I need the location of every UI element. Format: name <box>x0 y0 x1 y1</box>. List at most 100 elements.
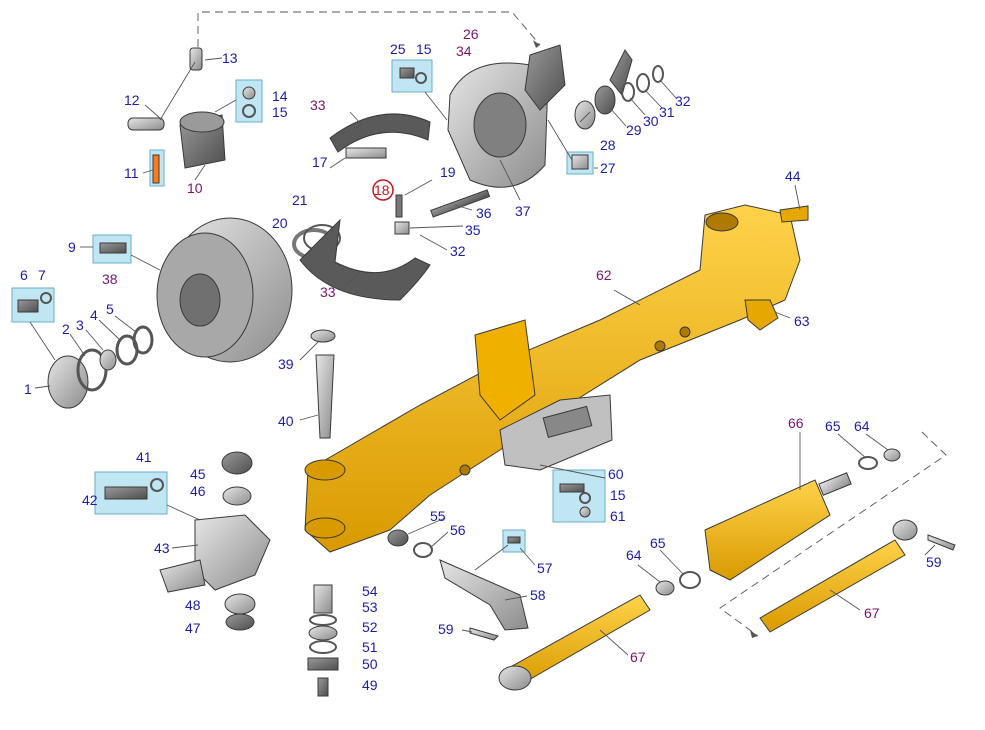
tie-rods <box>498 519 956 691</box>
guide-line-bottom <box>719 431 947 637</box>
leader-6 <box>29 321 56 361</box>
part-labels: 1 2 3 4 5 6 7 9 10 11 12 13 14 15 15 15 … <box>20 26 942 693</box>
label-34: 34 <box>456 43 472 59</box>
leader-29 <box>609 107 627 127</box>
cylinder-rod <box>818 472 852 496</box>
tie-rod-end-right <box>892 519 918 541</box>
leader-17 <box>329 157 346 169</box>
axle-beam <box>304 204 809 553</box>
label-51: 51 <box>362 639 378 655</box>
leader-64a <box>637 564 661 583</box>
nut-65b <box>858 456 878 470</box>
leader-60 <box>539 464 606 479</box>
cap-39 <box>310 329 336 343</box>
washer-41 <box>150 478 164 492</box>
leader-57a <box>474 544 509 571</box>
label-2: 2 <box>62 321 70 337</box>
leader-65a <box>659 549 685 576</box>
backing-plate-bore <box>473 92 527 158</box>
label-11: 11 <box>124 165 139 181</box>
label-47: 47 <box>185 620 201 636</box>
label-66: 66 <box>788 415 804 431</box>
label-31: 31 <box>659 104 675 120</box>
leader-13 <box>204 57 223 61</box>
leader-63 <box>774 311 791 319</box>
label-29: 29 <box>626 122 642 138</box>
leader-57b <box>519 547 536 566</box>
label-39: 39 <box>278 356 294 372</box>
tie-rod-end-58 <box>439 559 529 631</box>
label-32-b: 32 <box>450 243 466 259</box>
leader-59a <box>461 629 473 633</box>
label-33-a: 33 <box>310 97 326 113</box>
label-37: 37 <box>515 203 531 219</box>
label-53: 53 <box>362 599 378 615</box>
label-1: 1 <box>24 381 32 397</box>
knuckle-spindle <box>159 559 206 593</box>
bearing-48 <box>224 593 256 615</box>
label-45: 45 <box>190 466 206 482</box>
leader-58 <box>504 595 528 601</box>
leader-64b <box>865 433 889 451</box>
stud-9 <box>99 242 127 254</box>
spring-mount-bracket <box>474 319 536 421</box>
pin-57 <box>507 536 521 544</box>
label-64-b: 64 <box>626 547 642 563</box>
leader-32b <box>419 234 448 251</box>
bolt-6 <box>17 299 39 313</box>
bolt-hole-3 <box>679 326 691 338</box>
label-52: 52 <box>362 619 378 635</box>
axle-beam-body <box>304 204 801 553</box>
label-59-a: 59 <box>438 621 454 637</box>
leader-12 <box>144 104 161 119</box>
label-62: 62 <box>596 267 612 283</box>
label-27: 27 <box>600 160 616 176</box>
cotter-pin-59b <box>927 534 956 551</box>
leader-2 <box>69 333 86 357</box>
nut-14 <box>242 86 256 100</box>
label-58: 58 <box>530 587 546 603</box>
lower-kingpin-stack <box>307 584 339 697</box>
guide-arrow-bottom <box>750 630 758 638</box>
leader-30 <box>629 97 646 116</box>
label-18-ring <box>372 179 394 201</box>
label-19: 19 <box>440 164 456 180</box>
kingpin-bore <box>705 212 739 232</box>
leader-55 <box>407 517 446 535</box>
bolt-hole-1 <box>459 464 471 476</box>
leader-25 <box>424 91 448 121</box>
washer-15c <box>579 492 591 504</box>
brake-drum <box>156 217 293 363</box>
brake-assembly <box>299 44 566 301</box>
label-63: 63 <box>794 313 810 329</box>
label-4: 4 <box>90 307 98 323</box>
bolt-42 <box>104 486 148 500</box>
label-65-b: 65 <box>650 535 666 551</box>
label-64-a: 64 <box>854 418 870 434</box>
washer-15 <box>242 104 256 118</box>
label-15-a: 15 <box>272 104 288 120</box>
label-57: 57 <box>537 560 553 576</box>
label-12: 12 <box>124 92 140 108</box>
leader-32a <box>659 79 677 99</box>
label-7: 7 <box>38 267 46 283</box>
label-10: 10 <box>187 180 203 196</box>
washer-56 <box>413 542 433 558</box>
label-55: 55 <box>430 508 446 524</box>
steering-arm-63 <box>744 299 779 331</box>
fitting-27 <box>571 154 589 170</box>
clip-32 <box>652 65 664 83</box>
tie-rod-67b <box>759 539 906 633</box>
label-41: 41 <box>136 449 152 465</box>
leader-38 <box>130 254 161 271</box>
leader-36 <box>454 204 473 211</box>
bearing-45 <box>221 451 253 475</box>
ring-46 <box>222 486 252 506</box>
tie-rod-end-group <box>387 529 529 641</box>
spring-eye-upper <box>304 459 346 481</box>
gear-29 <box>594 85 616 115</box>
brake-shoe-upper <box>329 113 431 153</box>
label-54: 54 <box>362 583 378 599</box>
label-18: 18 <box>374 182 390 198</box>
